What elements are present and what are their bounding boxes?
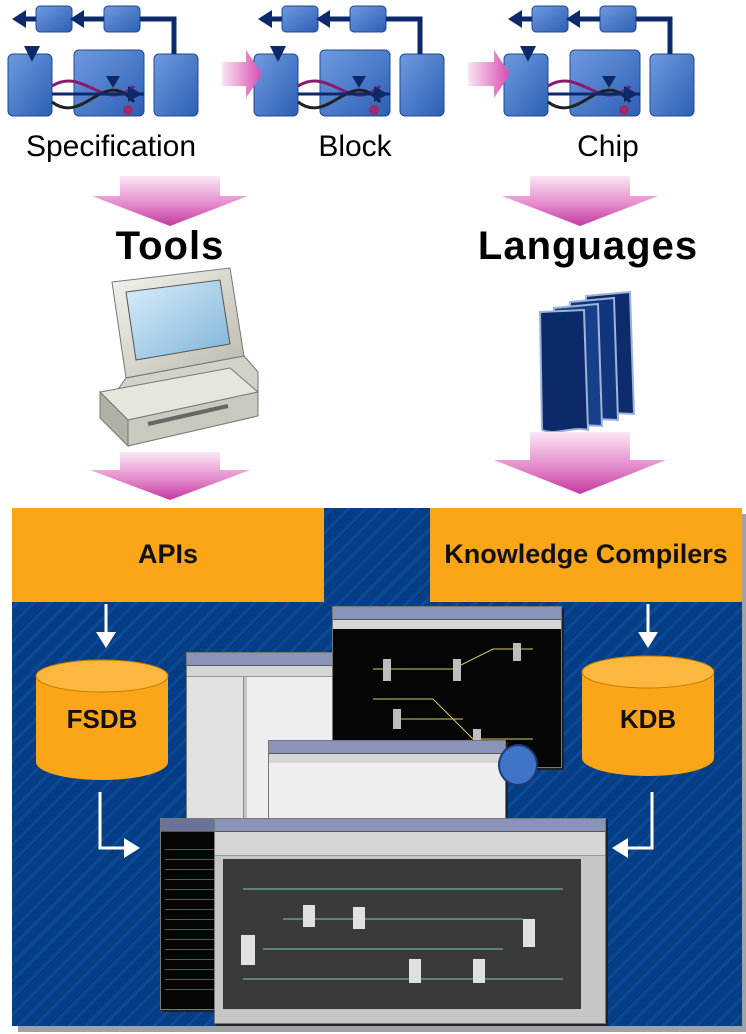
flow-block-icon-chip — [504, 6, 694, 116]
apis-box: APIs — [12, 508, 324, 602]
arrow-down-apis — [90, 452, 250, 500]
arrow-down-tools — [92, 176, 248, 226]
arrow-down-languages — [502, 176, 658, 226]
tool-panel: APIs Knowledge Compilers FSDB KDB — [12, 508, 742, 1026]
category-label-languages: Languages — [477, 224, 699, 268]
tool-window-badge — [498, 744, 538, 786]
database-label-fsdb: FSDB — [66, 704, 138, 734]
stage-label-block: Block — [318, 130, 392, 163]
arrow-spec-to-block — [222, 50, 262, 98]
arrow-block-to-chip — [468, 50, 510, 98]
stage-label-chip: Chip — [577, 130, 639, 163]
computer-icon — [98, 267, 260, 448]
stage-label-specification: Specification — [25, 130, 197, 163]
panel-connectors — [96, 604, 658, 858]
flow-block-icon-specification — [8, 6, 198, 116]
tool-window-waveform — [160, 818, 222, 1010]
database-icon-kdb — [581, 655, 715, 776]
knowledge-compilers-box: Knowledge Compilers — [430, 508, 742, 602]
arrow-down-compilers — [494, 432, 666, 494]
document-stack-icon — [538, 290, 636, 433]
tool-window-flow-graph — [214, 818, 606, 1024]
database-icon-fsdb — [35, 659, 169, 780]
category-label-tools: Tools — [115, 224, 225, 268]
database-label-kdb: KDB — [619, 704, 677, 734]
flow-block-icon-block — [254, 6, 444, 116]
